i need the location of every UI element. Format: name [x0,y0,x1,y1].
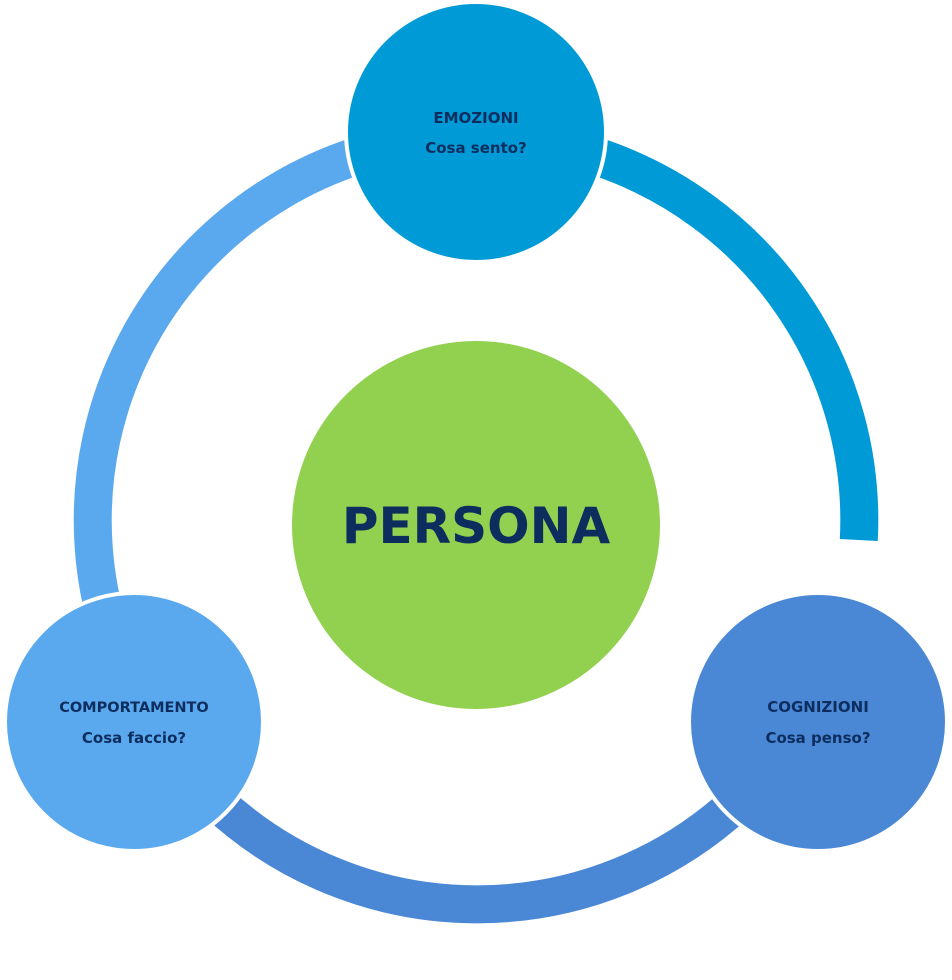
node-comportamento: COMPORTAMENTO Cosa faccio? [3,591,265,853]
cognizioni-circle [687,591,949,853]
ring-arc-right [589,138,879,541]
cognizioni-title: COGNIZIONI [767,698,869,716]
center-node: PERSONA [292,341,660,709]
comportamento-circle [3,591,265,853]
comportamento-question: Cosa faccio? [82,729,186,747]
node-emozioni: EMOZIONI Cosa sento? [344,0,608,264]
comportamento-title: COMPORTAMENTO [59,700,209,716]
emozioni-question: Cosa sento? [425,139,527,157]
center-label: PERSONA [342,497,611,555]
node-cognizioni: COGNIZIONI Cosa penso? [687,591,949,853]
cognizioni-question: Cosa penso? [765,729,870,747]
center-circle [292,341,660,709]
emozioni-circle [344,0,608,264]
ring-arc-bottom [204,788,750,924]
emozioni-title: EMOZIONI [433,109,518,127]
